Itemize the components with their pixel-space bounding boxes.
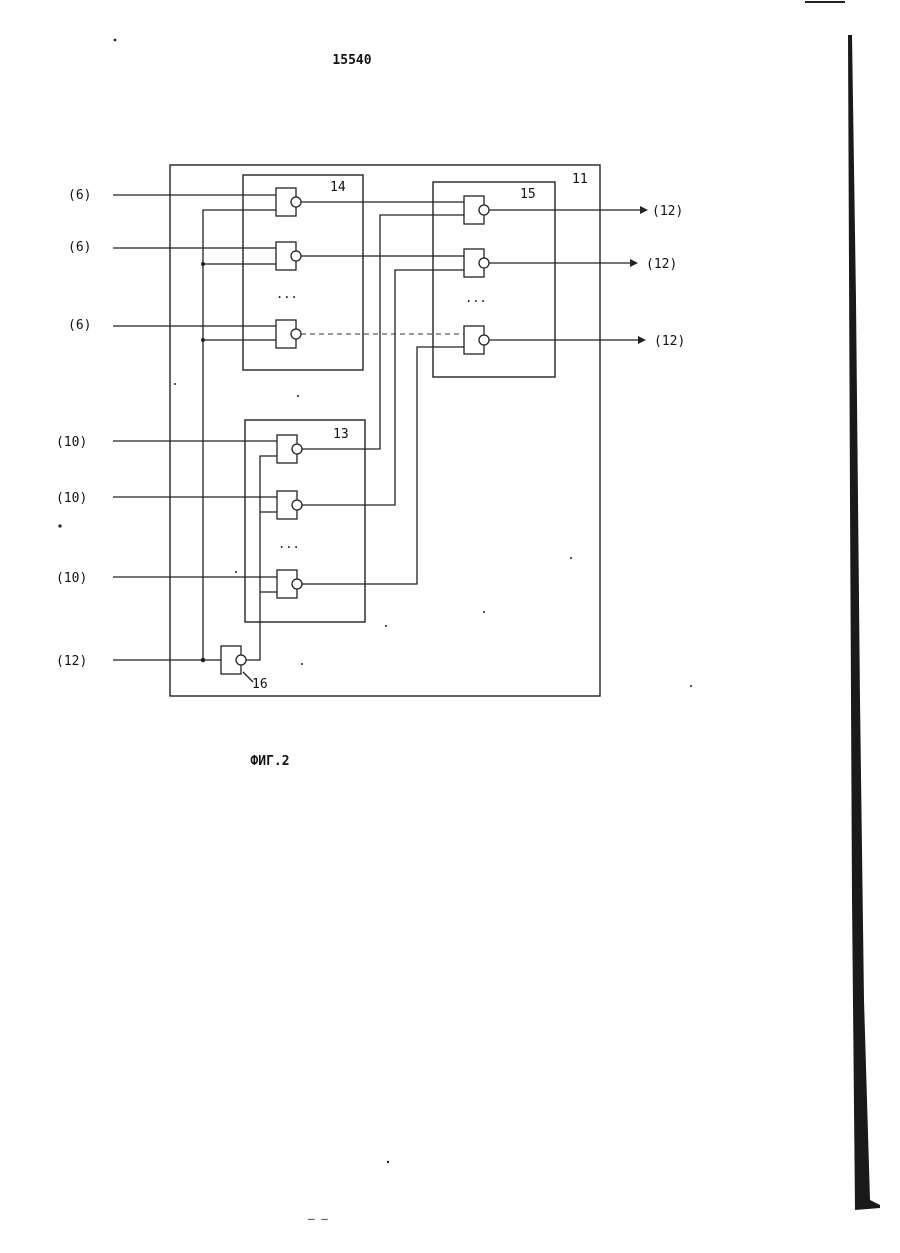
- block-15: [433, 182, 555, 377]
- output-label-1: (12): [652, 204, 683, 219]
- gate-15-3: [464, 326, 489, 354]
- footer-mark: – –: [308, 1212, 328, 1225]
- block-11: [170, 165, 600, 696]
- gate-14-3: [276, 320, 301, 348]
- input-label-10-1: (10): [56, 435, 87, 450]
- input-label-6-3: (6): [68, 318, 91, 333]
- output-label-2: (12): [646, 257, 677, 272]
- block-13-label: 13: [333, 427, 349, 442]
- input-label-6-2: (6): [68, 240, 91, 255]
- ellipsis-13: ...: [278, 537, 300, 551]
- page-number: 15540: [332, 53, 371, 68]
- input-label-12: (12): [56, 654, 87, 669]
- wire-13-3-to-15-3: [302, 347, 464, 584]
- output-arrow-2: [630, 259, 638, 267]
- element-16: [221, 646, 253, 682]
- gate-15-2: [464, 249, 489, 277]
- element-16-label: 16: [252, 677, 268, 692]
- output-label-3: (12): [654, 334, 685, 349]
- gate-13-2: [277, 491, 302, 519]
- gate-13-1: [277, 435, 302, 463]
- block-15-label: 15: [520, 187, 536, 202]
- junction-dot: [201, 338, 205, 342]
- gate-13-3: [277, 570, 302, 598]
- output-arrow-3: [638, 336, 646, 344]
- output-arrow-1: [640, 206, 648, 214]
- input-label-10-2: (10): [56, 491, 87, 506]
- input-label-10-3: (10): [56, 571, 87, 586]
- gate-14-1: [276, 188, 301, 216]
- input-label-6-1: (6): [68, 188, 91, 203]
- block-14: [243, 175, 363, 370]
- control-bus-13: [246, 456, 277, 660]
- junction-dot: [201, 658, 206, 663]
- ellipsis-15: ...: [465, 291, 487, 305]
- junction-dot: [201, 262, 205, 266]
- gate-15-1: [464, 196, 489, 224]
- figure-caption: ФИГ.2: [250, 754, 289, 769]
- wire-13-1-to-15-1: [302, 215, 464, 449]
- wire-13-2-to-15-2: [302, 270, 464, 505]
- block-11-label: 11: [572, 172, 588, 187]
- scan-edge-bar: [848, 35, 880, 1210]
- scan-specks: [58, 39, 692, 1164]
- ellipsis-14: ...: [276, 287, 298, 301]
- gate-14-2: [276, 242, 301, 270]
- block-14-label: 14: [330, 180, 346, 195]
